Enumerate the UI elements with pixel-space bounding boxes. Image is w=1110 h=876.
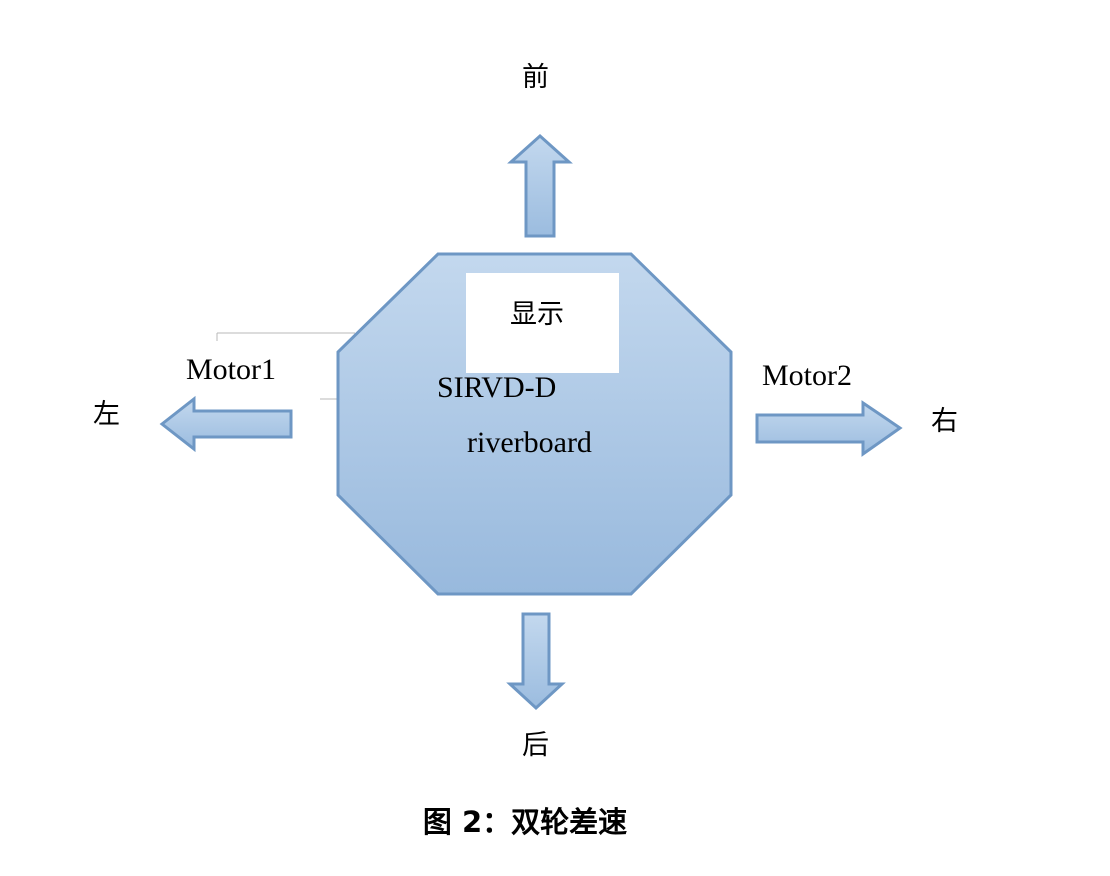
motor2-label: Motor2 [762,359,852,392]
display-label: 显示 [510,299,564,330]
arrow-down-icon [506,612,566,711]
back-label: 后 [522,730,549,761]
right-label: 右 [931,406,958,437]
board-name-line1: SIRVD-D [437,371,557,404]
figure-caption: 图 2：双轮差速 [422,805,628,839]
left-label: 左 [93,399,120,430]
arrow-up-icon [507,133,573,238]
arrow-left-icon [159,395,293,453]
board-octagon [336,252,733,596]
motor1-label: Motor1 [186,353,276,386]
display-panel: 显示 [466,273,619,373]
front-label: 前 [522,62,549,93]
board-name-line2: riverboard [467,426,592,459]
arrow-right-icon [755,400,903,457]
